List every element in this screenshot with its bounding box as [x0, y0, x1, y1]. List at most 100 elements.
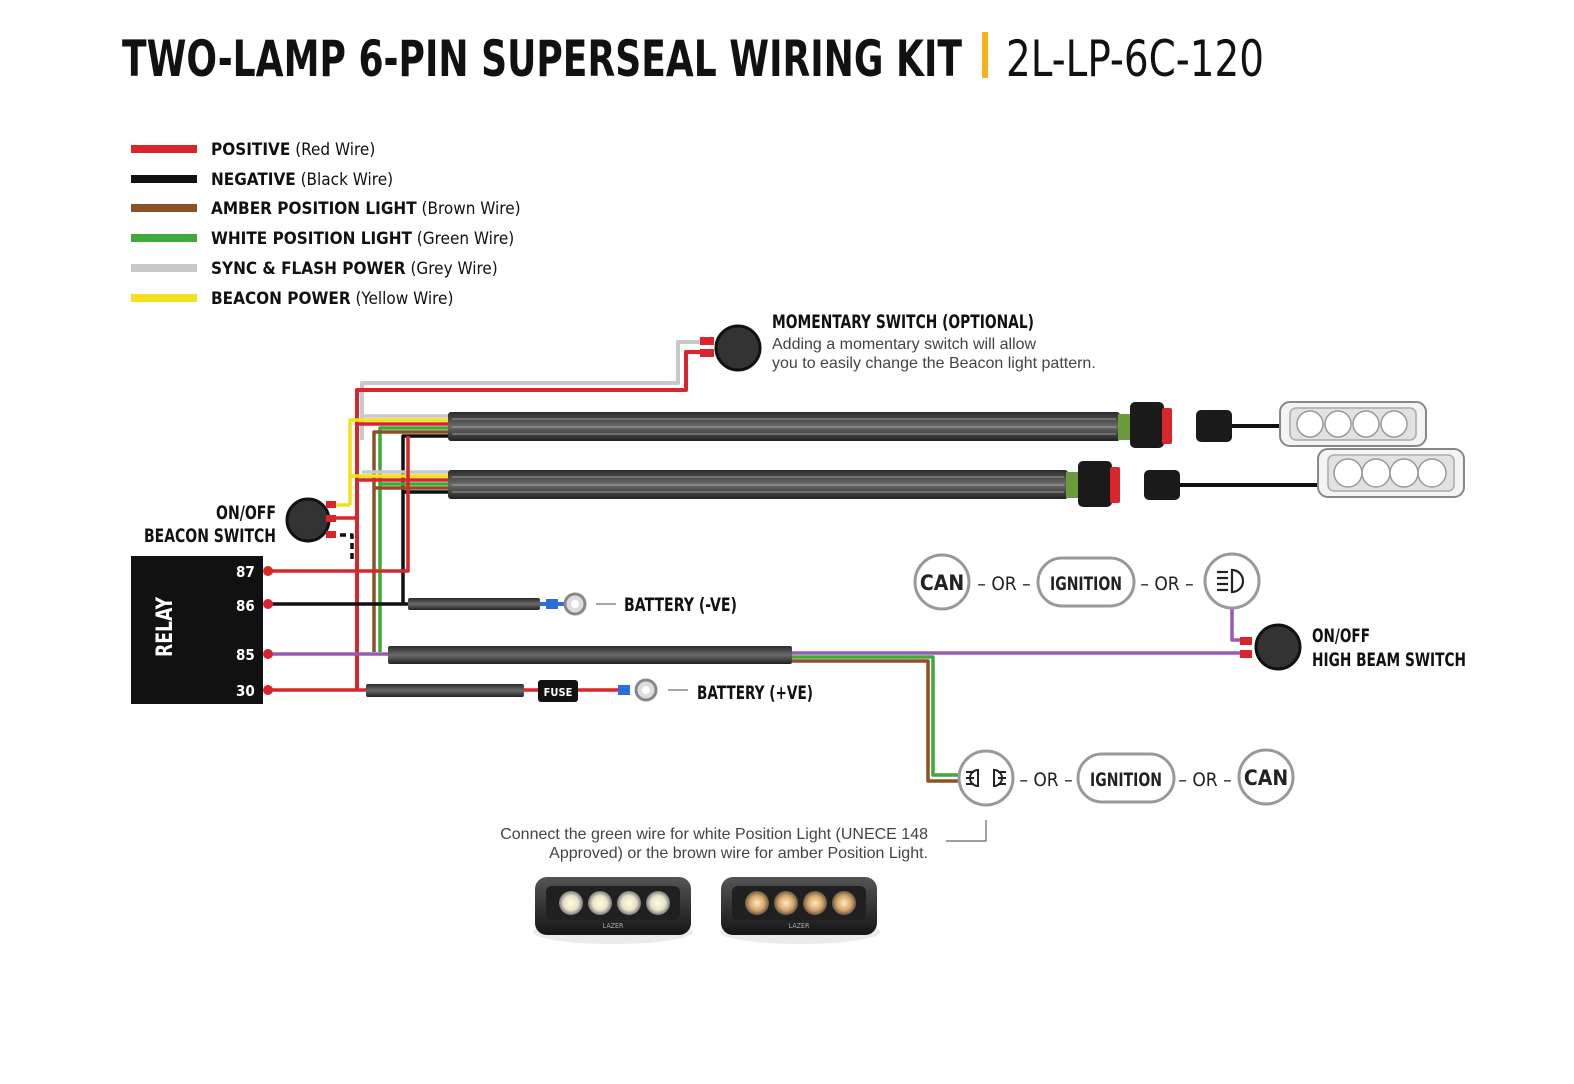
beacon-switch[interactable]: ON/OFF BEACON SWITCH: [144, 497, 336, 547]
legend-item-beacon: BEACON POWER (Yellow Wire): [131, 289, 453, 309]
harness1-green-wire: [378, 426, 452, 652]
svg-text:POSITIVE (Red Wire): POSITIVE (Red Wire): [211, 140, 375, 160]
legend-swatch: [131, 264, 197, 272]
fuse-label: FUSE: [544, 686, 573, 699]
ignition-badge: [1036, 556, 1136, 608]
relay-87-wire: [268, 436, 410, 573]
position-light-glyph: [966, 768, 1006, 788]
high-beam-switch-button[interactable]: [1254, 623, 1302, 671]
legend-note: (Black Wire): [301, 170, 394, 190]
relay-pin-87: 87: [236, 563, 255, 581]
fuse: FUSE: [538, 680, 578, 702]
can-badge: [1237, 748, 1295, 806]
or-label: – OR –: [1178, 769, 1231, 791]
position-brown-wire: [790, 659, 962, 783]
momentary-title: MOMENTARY SWITCH (OPTIONAL): [772, 311, 1034, 333]
position-yellow-wire: [790, 653, 938, 771]
svg-text:SYNC & FLASH POWER (Grey Wire): SYNC & FLASH POWER (Grey Wire): [211, 259, 498, 279]
battery-neg-label: BATTERY (-VE): [624, 594, 737, 616]
high-beam-source-wire: [1230, 606, 1250, 642]
svg-text:WHITE POSITION LIGHT (Green Wi: WHITE POSITION LIGHT (Green Wire): [211, 229, 514, 249]
beacon-switch-label-2: BEACON SWITCH: [144, 525, 276, 547]
legend-swatch: [131, 294, 197, 302]
high-beam-switch-label-2: HIGH BEAM SWITCH: [1312, 649, 1466, 671]
relay-body: [131, 556, 263, 704]
position-note-1: Connect the green wire for white Positio…: [500, 826, 928, 843]
wire-legend: POSITIVE (Red Wire) NEGATIVE (Black Wire…: [131, 140, 521, 309]
position-note-bracket: [946, 820, 987, 842]
position-green-wire: [790, 655, 962, 777]
legend-label: SYNC & FLASH POWER: [211, 259, 406, 279]
legend-swatch: [131, 175, 197, 183]
title-separator: [982, 32, 988, 78]
ignition-label: IGNITION: [1090, 769, 1162, 791]
relay-label: RELAY: [153, 596, 178, 657]
legend-item-negative: NEGATIVE (Black Wire): [131, 170, 393, 190]
white-position-lamp: LAZER: [533, 877, 693, 944]
high-beam-switch-label-1: ON/OFF: [1312, 625, 1370, 647]
kit-code: 2L-LP-6C-120: [1006, 30, 1264, 88]
harness-sleeve-switch: [388, 646, 792, 664]
legend-item-amber: AMBER POSITION LIGHT (Brown Wire): [131, 199, 521, 219]
legend-note: (Brown Wire): [422, 199, 521, 219]
svg-text:NEGATIVE (Black Wire): NEGATIVE (Black Wire): [211, 170, 393, 190]
momentary-switch-button[interactable]: [714, 324, 762, 372]
relay: RELAY 87 86 85 30: [131, 556, 273, 704]
harness1-black-wire: [401, 434, 452, 604]
or-label: – OR –: [977, 573, 1030, 595]
legend-label: AMBER POSITION LIGHT: [211, 199, 417, 219]
superseal-connector-2: [1066, 461, 1180, 507]
title-block: TWO-LAMP 6-PIN SUPERSEAL WIRING KIT 2L-L…: [122, 30, 1264, 88]
beacon-switch-button[interactable]: [285, 497, 331, 543]
momentary-desc-2: you to easily change the Beacon light pa…: [772, 355, 1096, 372]
lamp-brand-logo: LAZER: [789, 922, 810, 930]
or-label: – OR –: [1140, 573, 1193, 595]
harness1-brown-wire: [372, 430, 452, 652]
relay-pin-85: 85: [236, 646, 255, 664]
svg-text:AMBER POSITION LIGHT (Brown Wi: AMBER POSITION LIGHT (Brown Wire): [211, 199, 521, 219]
battery-pos-label: BATTERY (+VE): [697, 682, 813, 704]
legend-item-positive: POSITIVE (Red Wire): [131, 140, 375, 160]
harness-sleeve-battery-pos: [366, 684, 524, 697]
high-beam-source-options: CAN – OR – IGNITION – OR –: [913, 552, 1261, 611]
legend-label: POSITIVE: [211, 140, 290, 160]
legend-swatch: [131, 204, 197, 212]
ignition-label: IGNITION: [1050, 573, 1122, 595]
position-source-options: – OR – IGNITION – OR – CAN: [957, 748, 1295, 807]
lamp-brand-logo: LAZER: [603, 922, 624, 930]
can-badge: [913, 553, 971, 611]
beacon-switch-label-1: ON/OFF: [216, 502, 276, 524]
momentary-red-wire: [355, 350, 708, 690]
battery-neg-terminal: BATTERY (-VE): [546, 592, 737, 616]
can-label: CAN: [920, 571, 964, 595]
legend-label: BEACON POWER: [211, 289, 351, 309]
legend-swatch: [131, 234, 197, 242]
legend-note: (Grey Wire): [410, 259, 497, 279]
high-beam-glyph: [1217, 568, 1245, 594]
momentary-grey-wire: [360, 340, 708, 440]
position-note-2: Approved) or the brown wire for amber Po…: [549, 845, 928, 862]
amber-position-lamp: LAZER: [720, 877, 880, 944]
lamp-1: [1279, 401, 1427, 447]
wires: [268, 340, 1320, 783]
page-title: TWO-LAMP 6-PIN SUPERSEAL WIRING KIT: [122, 30, 962, 88]
svg-text:BEACON POWER (Yellow Wire): BEACON POWER (Yellow Wire): [211, 289, 453, 309]
relay-pin-86: 86: [236, 597, 255, 615]
high-beam-switch[interactable]: ON/OFF HIGH BEAM SWITCH: [1240, 623, 1466, 671]
legend-note: (Yellow Wire): [355, 289, 453, 309]
legend-swatch: [131, 145, 197, 153]
legend-item-white-position: WHITE POSITION LIGHT (Green Wire): [131, 229, 514, 249]
legend-label: WHITE POSITION LIGHT: [211, 229, 412, 249]
momentary-desc-1: Adding a momentary switch will allow: [772, 336, 1037, 353]
relay-pin-30: 30: [236, 682, 255, 700]
momentary-switch[interactable]: [700, 324, 762, 372]
harness-sleeves: [366, 412, 1120, 697]
ignition-badge: [1076, 752, 1176, 804]
harness-sleeve-battery-neg: [408, 598, 540, 610]
legend-label: NEGATIVE: [211, 170, 296, 190]
position-light-icon: [957, 749, 1015, 807]
battery-pos-terminal: BATTERY (+VE): [618, 678, 813, 704]
can-label: CAN: [1244, 766, 1288, 790]
legend-note: (Green Wire): [417, 229, 514, 249]
